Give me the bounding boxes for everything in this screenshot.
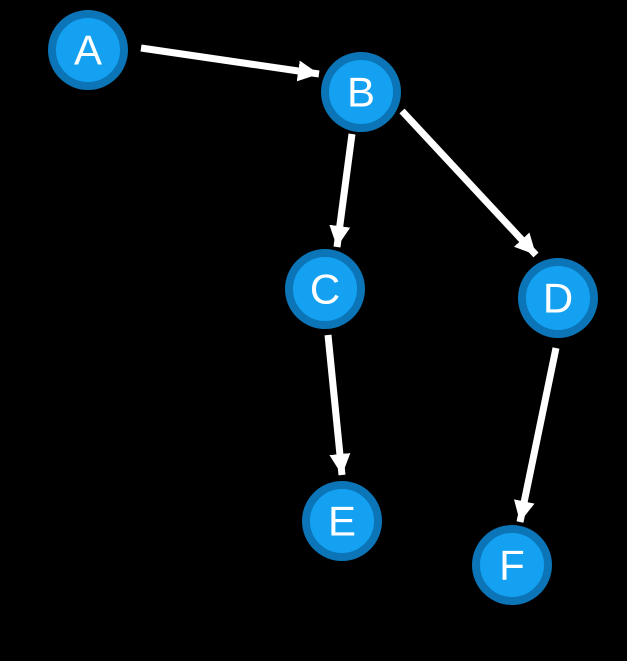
node-circle-F[interactable] [472,525,552,605]
edge-B-C [329,133,356,248]
node-C[interactable]: C [285,249,365,329]
node-circle-D[interactable] [518,258,598,338]
node-F[interactable]: F [472,525,552,605]
node-circle-B[interactable] [321,52,401,132]
node-B[interactable]: B [321,52,401,132]
edge-B-D [399,108,539,258]
edge-D-F [513,347,560,523]
node-circle-A[interactable] [48,10,128,90]
node-A[interactable]: A [48,10,128,90]
edge-A-B [140,44,320,82]
node-circle-C[interactable] [285,249,365,329]
node-D[interactable]: D [518,258,598,338]
node-E[interactable]: E [302,481,382,561]
edge-C-E [324,334,351,476]
node-circle-E[interactable] [302,481,382,561]
